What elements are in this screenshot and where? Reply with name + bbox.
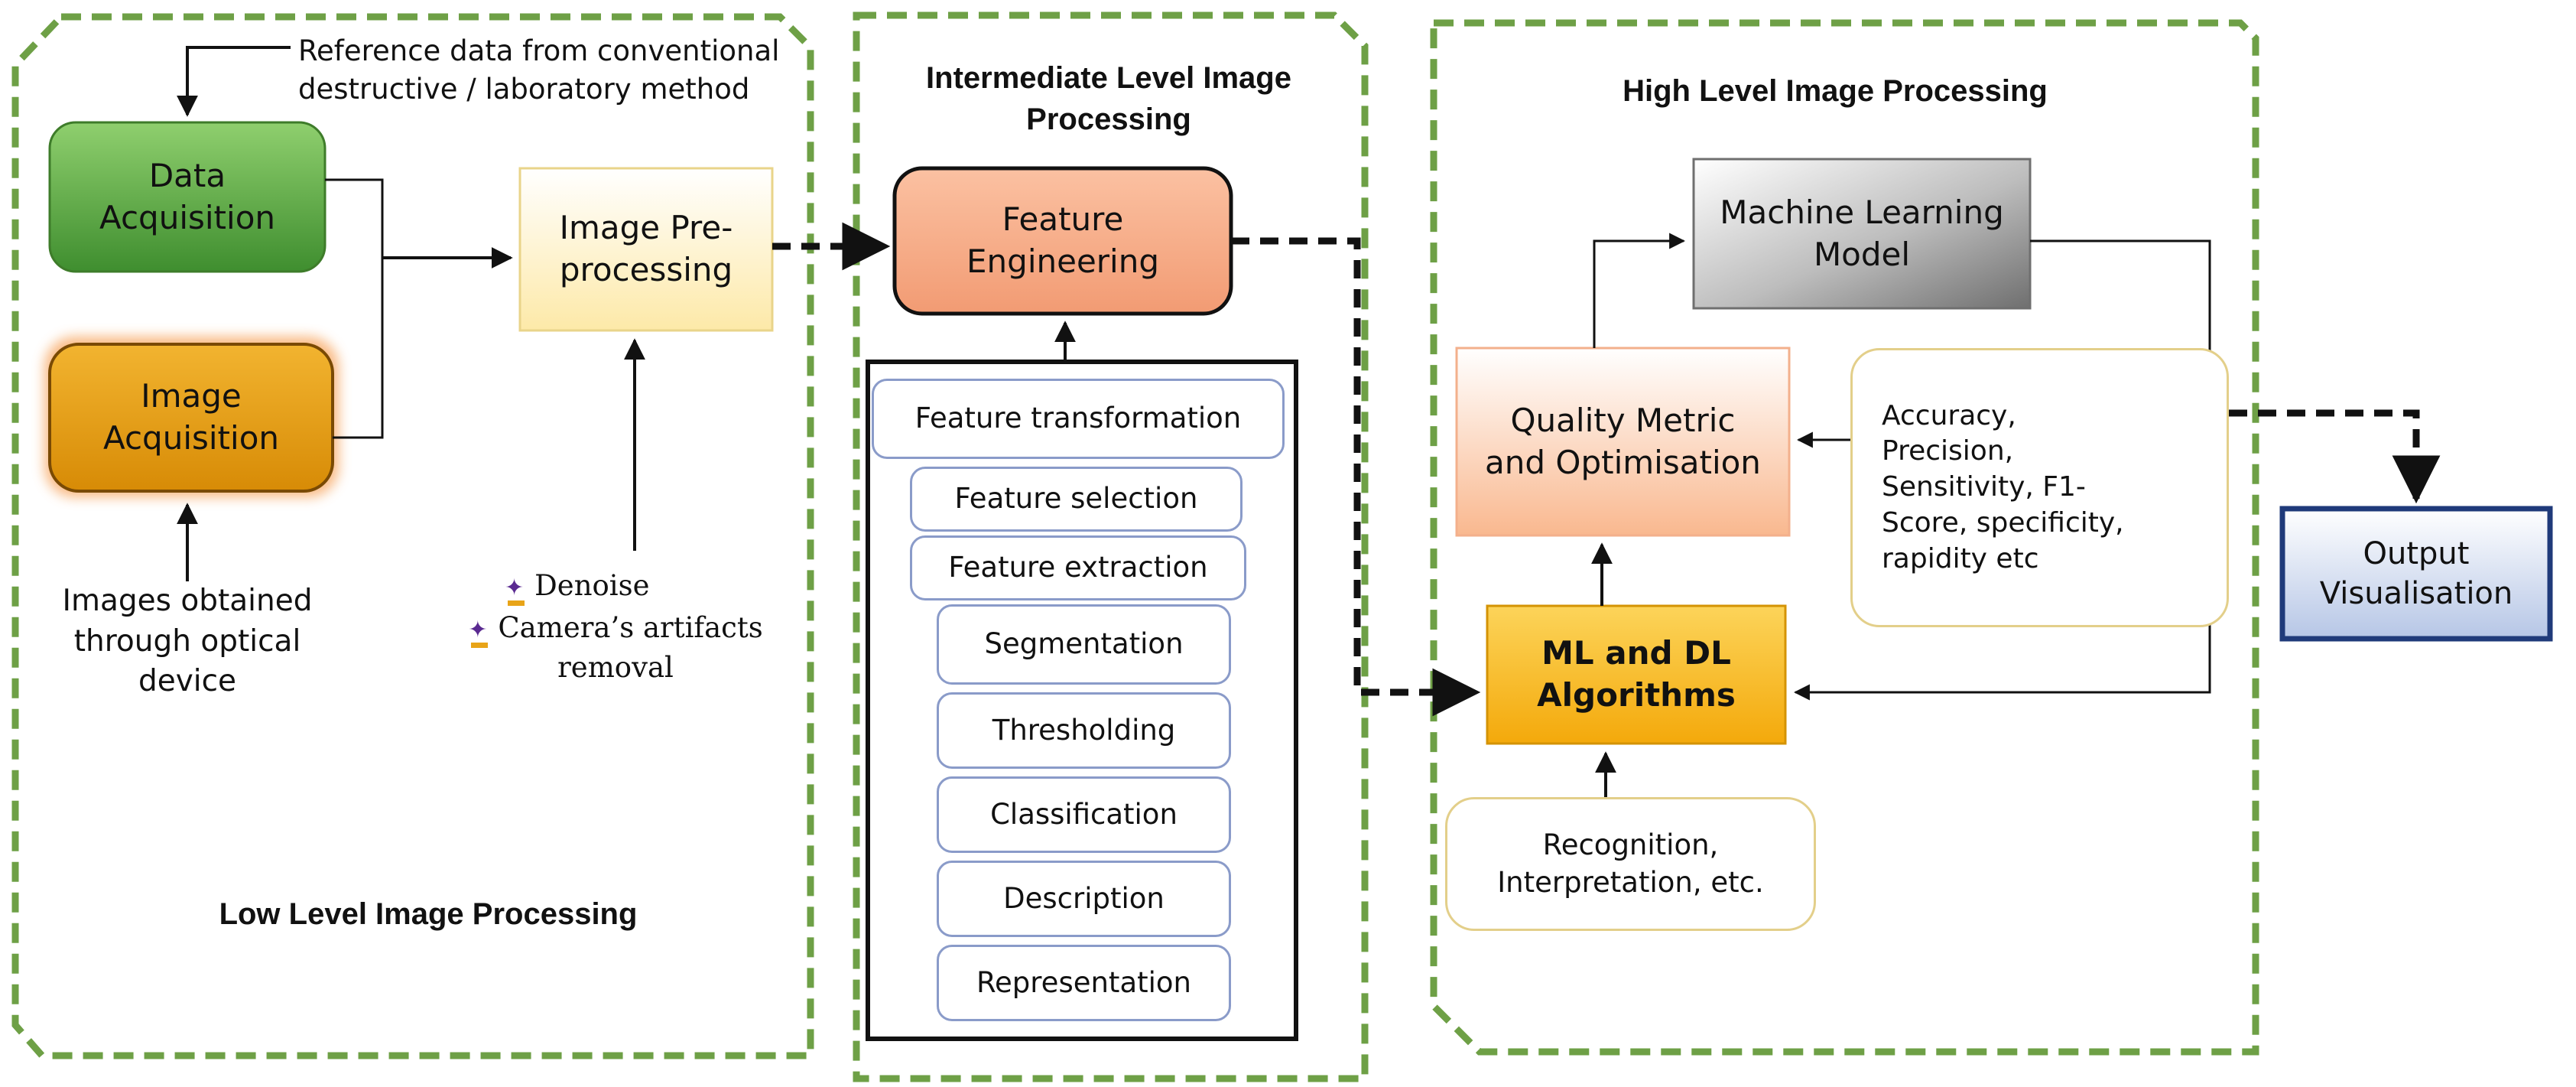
denoise-label: Denoise <box>534 569 650 602</box>
feature-item-segmentation: Segmentation <box>937 604 1231 685</box>
feature-item-thresholding: Thresholding <box>937 692 1231 769</box>
feature-item-extraction: Feature extraction <box>910 535 1246 600</box>
preprocessing-box-shape <box>518 167 774 332</box>
artifacts-label: Camera’s artifacts removal <box>498 611 763 684</box>
preprocessing-box: Image Pre- processing <box>559 209 733 288</box>
low-level-title: Low Level Image Processing <box>219 897 638 931</box>
images-obtained-note: Images obtained through optical device <box>62 584 313 699</box>
feature-item-classification: Classification <box>937 776 1231 853</box>
feature-item-description: Description <box>937 861 1231 937</box>
reference-arrow <box>177 46 291 117</box>
intermediate-level-section-border <box>853 11 1369 1082</box>
intermediate-level-title: Intermediate Level Image Processing <box>926 61 1291 136</box>
quality-to-model-arrow <box>1593 233 1686 348</box>
quality-metric-box-shape <box>1455 347 1791 537</box>
algorithms-box: ML and DL Algorithms <box>1537 634 1736 714</box>
data-acquisition-box: Data Acquisition <box>99 156 276 236</box>
feature-item-representation: Representation <box>937 945 1231 1021</box>
output-visualisation-box: Output Visualisation <box>2319 536 2513 611</box>
metrics-box: Accuracy, Precision, Sensitivity, F1- Sc… <box>1850 348 2229 627</box>
low-level-section-border <box>11 13 814 1059</box>
bullet-icon: ✦ <box>505 572 525 606</box>
ml-model-box-shape <box>1692 158 2032 310</box>
image-acquisition-box-shape <box>48 343 334 493</box>
data-acq-connector <box>325 178 384 439</box>
bullet-icon: ✦ <box>468 614 489 648</box>
feature-to-algorithms-dashed-arrow <box>1231 237 1481 717</box>
output-box-shape <box>2279 506 2553 642</box>
data-acquisition-box-shape <box>48 121 326 273</box>
feature-item-transformation: Feature transformation <box>872 379 1285 459</box>
image-acquisition-box: Image Acquisition <box>102 377 280 457</box>
denoise-bullet-item: ✦ Denoise <box>505 566 780 606</box>
high-level-section-border <box>1430 19 2259 1056</box>
recognition-box: Recognition, Interpretation, etc. <box>1445 797 1816 931</box>
artifacts-bullet-item: ✦ Camera’s artifacts removal <box>432 608 799 688</box>
metrics-to-output-dashed-arrow <box>2229 409 2441 504</box>
reference-data-note: Reference data from conventional destruc… <box>298 34 780 106</box>
algorithms-box-shape <box>1486 604 1787 745</box>
ml-model-box: Machine Learning Model <box>1720 193 2004 273</box>
high-level-title: High Level Image Processing <box>1623 74 2048 108</box>
quality-metric-box: Quality Metric and Optimisation <box>1485 401 1761 481</box>
feature-item-selection: Feature selection <box>910 467 1243 532</box>
feature-engineering-box: Feature Engineering <box>966 200 1159 280</box>
